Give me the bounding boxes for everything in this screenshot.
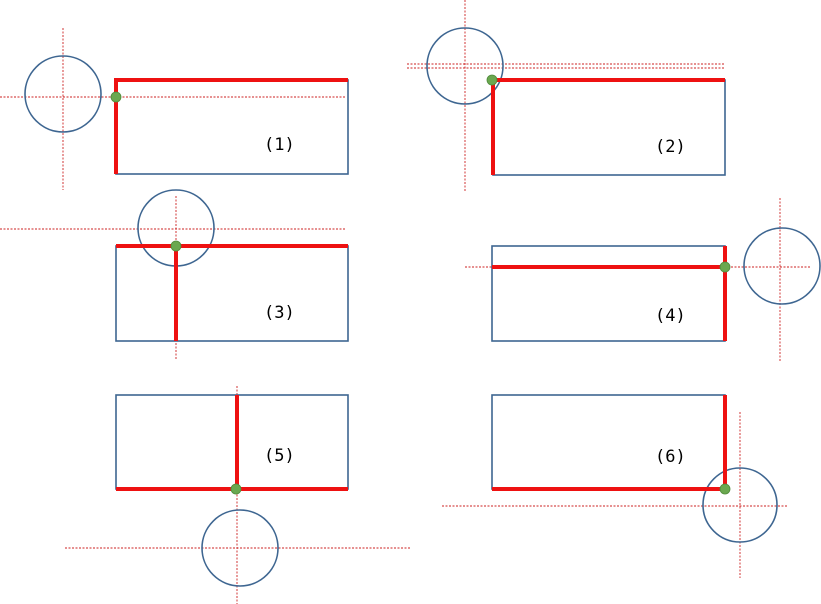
contact-point	[230, 483, 242, 495]
panel-2: (2)	[407, 0, 726, 192]
panel-label: (3)	[264, 303, 295, 323]
tool-circle	[426, 27, 504, 105]
panel-label: (2)	[655, 137, 686, 157]
highlight-edge	[491, 78, 725, 175]
contact-point	[110, 91, 122, 103]
panel-label: (4)	[655, 306, 686, 326]
workpiece-rect	[115, 245, 349, 342]
panel-label: (1)	[264, 135, 295, 155]
panel-label: (6)	[655, 447, 686, 467]
tool-circle	[24, 55, 102, 133]
panel-1: (1)	[0, 28, 349, 190]
highlight-edge	[492, 395, 727, 491]
panel-3: (3)	[0, 189, 349, 360]
panel-label: (5)	[264, 446, 295, 466]
tool-circle	[743, 227, 821, 305]
tool-circle	[702, 467, 778, 543]
contact-point	[486, 74, 498, 86]
contact-point	[719, 261, 731, 273]
workpiece-rect	[491, 245, 726, 342]
panel-4: (4)	[465, 198, 821, 362]
contact-point	[170, 240, 182, 252]
workpiece-rect	[491, 394, 726, 490]
panel-5: (5)	[65, 386, 410, 604]
panel-6: (6)	[442, 394, 787, 578]
tool-circle	[201, 509, 279, 587]
contact-point	[719, 483, 731, 495]
workpiece-rect	[115, 79, 349, 175]
highlight-edge	[114, 78, 348, 174]
workpiece-rect	[492, 79, 726, 176]
workpiece-rect	[115, 394, 349, 490]
